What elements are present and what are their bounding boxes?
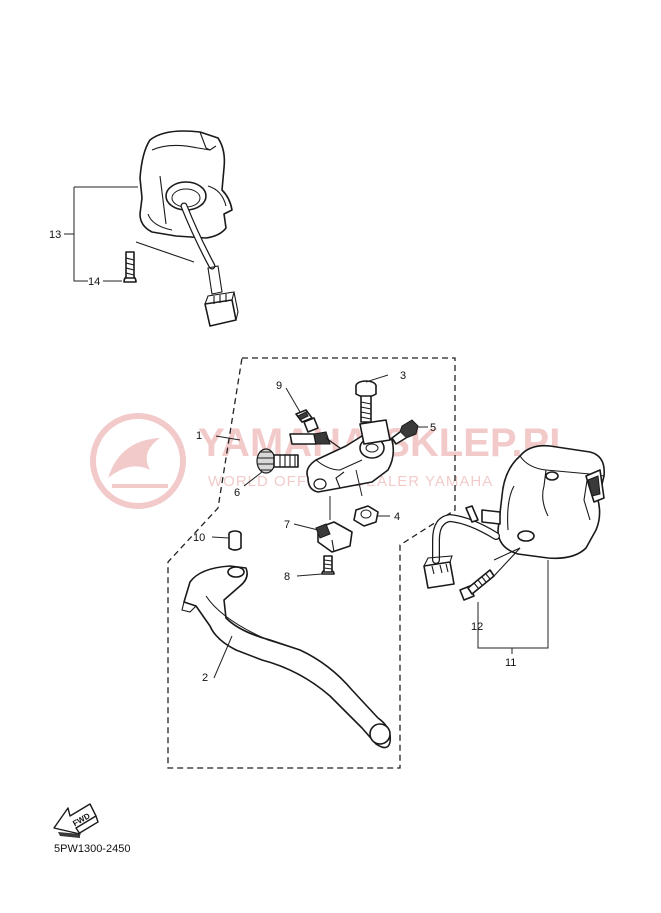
screw-8 bbox=[321, 555, 335, 575]
part-label-4: 4 bbox=[394, 511, 400, 523]
part-label-11: 11 bbox=[505, 657, 516, 669]
switch-assembly-13 bbox=[123, 130, 239, 327]
bolt-3 bbox=[355, 380, 377, 423]
catalog-number: 5PW1300-2450 bbox=[54, 843, 131, 855]
part-label-8: 8 bbox=[284, 571, 290, 583]
part-label-3: 3 bbox=[400, 370, 406, 382]
part-labels: 1 2 3 4 5 6 7 8 9 10 11 12 13 14 bbox=[49, 229, 516, 684]
lever-bracket bbox=[289, 419, 395, 493]
bolt-5 bbox=[391, 419, 419, 445]
bracket-13-14 bbox=[64, 186, 138, 282]
switch-7 bbox=[315, 521, 353, 553]
bracket-11-12 bbox=[477, 560, 549, 654]
adjuster-6 bbox=[256, 448, 299, 474]
part-label-9: 9 bbox=[276, 380, 282, 392]
part-label-13: 13 bbox=[49, 229, 61, 241]
screw-9 bbox=[295, 409, 319, 433]
lever-2 bbox=[181, 565, 392, 749]
assembly-1-boundary bbox=[167, 357, 456, 769]
watermark-logo-icon bbox=[90, 413, 186, 509]
part-label-12: 12 bbox=[471, 621, 483, 633]
collar-10 bbox=[228, 530, 242, 551]
fwd-arrow-icon: FWD bbox=[53, 803, 99, 838]
part-label-5: 5 bbox=[430, 422, 436, 434]
part-label-7: 7 bbox=[284, 519, 290, 531]
switch-assembly-11 bbox=[423, 444, 606, 601]
part-label-6: 6 bbox=[234, 487, 240, 499]
part-label-2: 2 bbox=[202, 672, 208, 684]
part-label-14: 14 bbox=[88, 276, 100, 288]
nut-4 bbox=[353, 505, 379, 527]
part-label-1: 1 bbox=[196, 430, 202, 442]
part-label-10: 10 bbox=[193, 532, 205, 544]
leader-lines bbox=[211, 374, 428, 679]
